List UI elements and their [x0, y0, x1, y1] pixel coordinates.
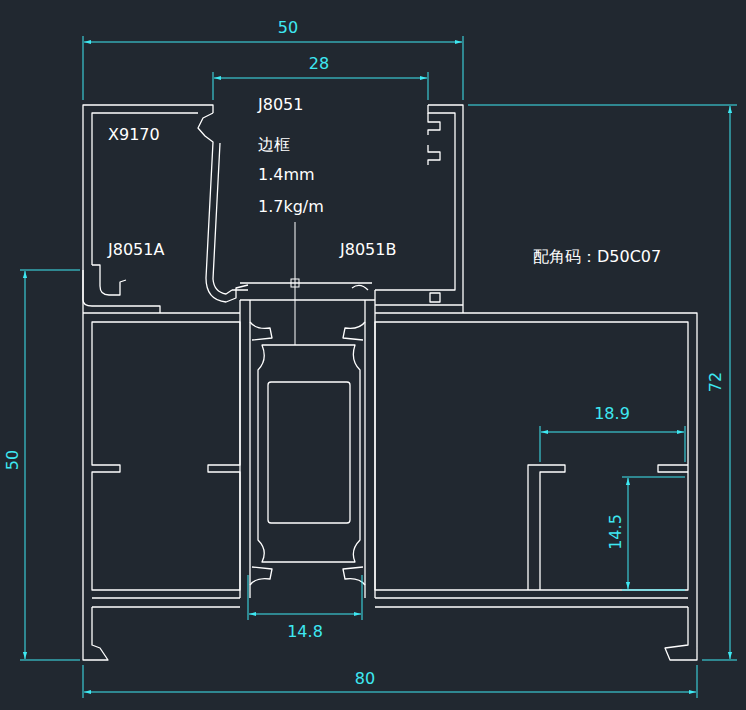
part-code: J8051A — [108, 241, 164, 259]
dimension-value: 14.5 — [607, 514, 625, 550]
corner-key-note: 配角码：D50C07 — [533, 248, 661, 266]
dimension-value: 28 — [309, 55, 329, 73]
dimension-value: 14.8 — [287, 623, 323, 641]
part-name: 边框 — [258, 136, 290, 154]
dimension-value: 50 — [278, 19, 298, 37]
dimension-value: 72 — [707, 372, 725, 392]
weight-note: 1.7kg/m — [258, 198, 324, 216]
dimension-value: 18.9 — [594, 405, 630, 423]
part-code: X9170 — [108, 126, 160, 144]
part-code: J8051 — [258, 96, 303, 114]
dimension-value: 80 — [355, 670, 375, 688]
wall-thickness: 1.4mm — [258, 166, 315, 184]
part-code: J8051B — [340, 241, 396, 259]
dimension-value: 50 — [4, 450, 22, 470]
